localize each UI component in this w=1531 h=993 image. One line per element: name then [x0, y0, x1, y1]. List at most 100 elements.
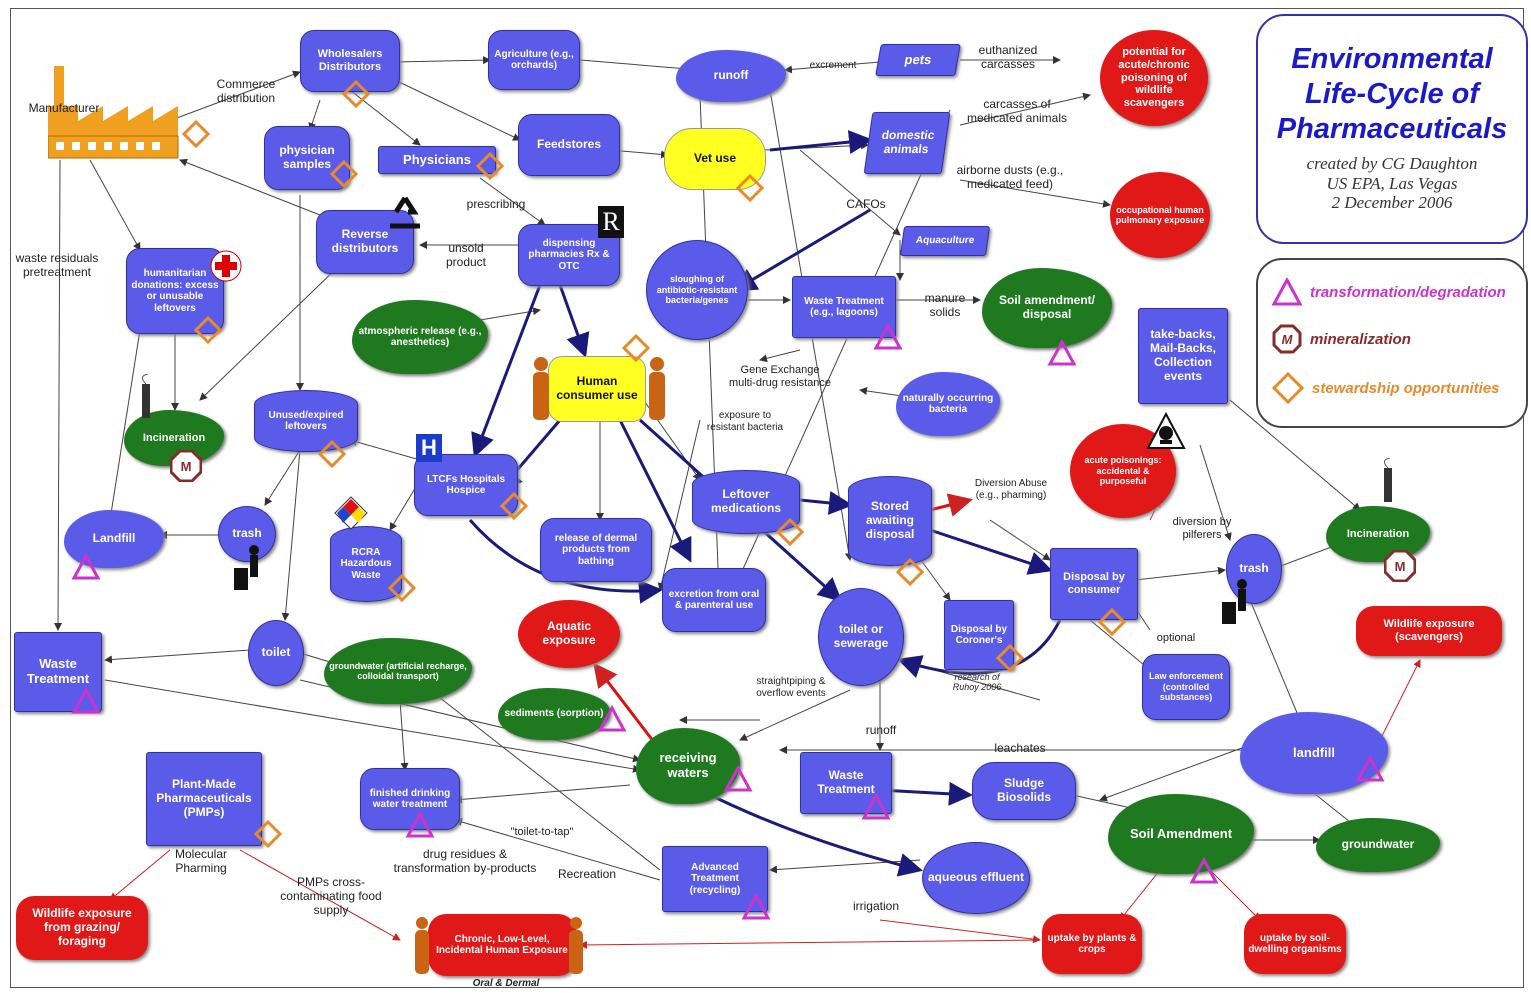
- legend-mineralization-label: mineralization: [1310, 330, 1411, 348]
- node-excretion: excretion from oral & parenteral use: [662, 568, 766, 632]
- node-receiving-waters: receiving waters: [636, 728, 740, 804]
- trash-can-icon: [234, 545, 259, 590]
- node-disposal-coroner: Disposal by Coroner's: [944, 600, 1014, 670]
- node-groundwater-right: groundwater: [1316, 818, 1440, 872]
- triangle-icon: [861, 792, 891, 820]
- diamond-icon: [329, 159, 359, 189]
- triangle-icon: [71, 686, 101, 714]
- label-optional: optional: [1156, 632, 1196, 644]
- title-box: Environmental Life-Cycle of Pharmaceutic…: [1256, 14, 1528, 244]
- diamond-markers: [181, 79, 1127, 849]
- mineral-octagon-icon: M: [170, 450, 202, 482]
- triangle-icon: [873, 322, 903, 350]
- node-trash-right: trash: [1226, 534, 1282, 604]
- label-manure: manure solids: [924, 291, 966, 319]
- svg-text:M: M: [1282, 332, 1294, 347]
- node-plant-made: Plant-Made Pharmaceuticals (PMPs): [146, 752, 262, 846]
- label-euthanized: euthanized carcasses: [978, 43, 1038, 71]
- label-prescribing: prescribing: [466, 197, 526, 211]
- title-line-2: Life-Cycle of: [1304, 77, 1480, 110]
- diamond-icon: [475, 151, 505, 181]
- triangle-icon: [1047, 338, 1077, 366]
- triangle-icon: [741, 892, 771, 920]
- node-feedstores: Feedstores: [518, 114, 620, 176]
- node-agriculture: Agriculture (e.g., orchards): [488, 30, 580, 90]
- node-sludge-biosolids: Sludge Biosolids: [972, 762, 1076, 820]
- node-physician-samples: physician samples: [264, 126, 350, 190]
- label-drug-residues: drug residues & transformation by-produc…: [393, 847, 537, 875]
- triangle-icon: [405, 810, 435, 838]
- diamond-icon: [895, 557, 925, 587]
- diamond-icon: [1272, 372, 1304, 404]
- node-reverse-distributors: Reverse distributors: [316, 210, 414, 274]
- person-icon: [415, 917, 429, 974]
- diamond-icon: [621, 333, 651, 363]
- node-human-consumer: Human consumer use: [548, 356, 646, 422]
- diamond-icon: [341, 79, 371, 109]
- label-commerce: Commerce distribution: [216, 77, 276, 105]
- triangle-icon: [597, 704, 627, 732]
- node-waste-treatment-lagoons: Waste Treatment (e.g., lagoons): [792, 276, 896, 338]
- label-airborne: airborne dusts (e.g., medicated feed): [956, 163, 1064, 191]
- label-oral-dermal: Oral & Dermal: [472, 978, 540, 989]
- label-molecular: Molecular Pharming: [174, 847, 228, 875]
- node-waste-treatment-mid: Waste Treatment: [800, 752, 892, 814]
- smokestack-icon: [142, 374, 150, 418]
- rx-icon: R: [598, 206, 624, 238]
- diamond-icon: [995, 643, 1025, 673]
- label-research: research of Ruhoy 2006: [952, 672, 1002, 693]
- node-take-backs: take-backs, Mail-Backs, Collection event…: [1138, 308, 1228, 404]
- person-icon: [533, 357, 549, 420]
- node-disposal-consumer: Disposal by consumer: [1050, 548, 1138, 620]
- diamond-icon: [735, 173, 765, 203]
- node-trash-left: trash: [218, 506, 276, 562]
- node-runoff-top: runoff: [676, 50, 786, 102]
- node-unused-leftovers: Unused/expired leftovers: [254, 390, 358, 452]
- label-gene-exchange: Gene Exchange multi-drug resistance: [728, 364, 832, 389]
- poison-skull-icon: [1146, 412, 1186, 449]
- node-uptake-plants: uptake by plants & crops: [1042, 914, 1142, 974]
- recycle-icon: [390, 196, 420, 229]
- node-vet-use: Vet use: [664, 128, 766, 190]
- node-law-enforcement: Law enforcement (controlled substances): [1142, 654, 1230, 720]
- hospital-icon: H: [416, 434, 442, 462]
- node-chronic-exposure: Chronic, Low-Level, Incidental Human Exp…: [428, 914, 576, 976]
- smokestack-icon: [1384, 458, 1392, 502]
- label-exposure-resistant: exposure to resistant bacteria: [706, 410, 784, 433]
- label-irrigation: irrigation: [852, 899, 900, 913]
- legend-stewardship-label: stewardship opportunities: [1312, 379, 1500, 397]
- legend-transformation-label: transformation/degradation: [1310, 283, 1506, 301]
- node-potential-poisoning: potential for acute/chronic poisoning of…: [1100, 30, 1208, 126]
- diamond-icon: [775, 517, 805, 547]
- label-leachates: leachates: [994, 741, 1046, 755]
- triangle-icon: [71, 552, 101, 580]
- title-line-3: Pharmaceuticals: [1276, 112, 1508, 145]
- diamond-icon: [387, 573, 417, 603]
- diamond-icon: [1097, 607, 1127, 637]
- label-diversion-pilferers: diversion by pilferers: [1172, 516, 1232, 541]
- node-incineration-right: Incineration: [1326, 506, 1430, 562]
- trash-can-icon: [1222, 579, 1247, 624]
- node-soil-amendment: Soil Amendment: [1108, 794, 1254, 874]
- label-unsold: unsold product: [445, 241, 487, 269]
- credit-org: US EPA, Las Vegas: [1326, 173, 1458, 193]
- node-naturally-occurring: naturally occurring bacteria: [896, 372, 1000, 436]
- hazmat-icon: [334, 496, 368, 530]
- person-icon: [569, 917, 583, 974]
- triangle-markers: [71, 322, 1385, 920]
- svg-text:M: M: [181, 459, 192, 474]
- node-release-dermal: release of dermal products from bathing: [540, 518, 652, 582]
- credit-author: created by CG Daughton: [1306, 154, 1478, 174]
- label-diversion-abuse: Diversion Abuse (e.g., pharming): [974, 478, 1048, 501]
- factory-icon: [48, 66, 179, 159]
- node-groundwater-left: groundwater (artificial recharge, colloi…: [324, 638, 472, 704]
- node-rcra: RCRA Hazardous Waste: [330, 526, 402, 602]
- node-soil-amendment-disposal: Soil amendment/ disposal: [982, 268, 1112, 348]
- node-wholesalers: Wholesalers Distributors: [300, 30, 400, 92]
- node-aquatic-exposure: Aquatic exposure: [518, 600, 620, 668]
- node-wildlife-grazing: Wildlife exposure from grazing/ foraging: [16, 896, 148, 960]
- node-toilet-left: toilet: [248, 620, 304, 686]
- diamond-icon: [181, 119, 211, 149]
